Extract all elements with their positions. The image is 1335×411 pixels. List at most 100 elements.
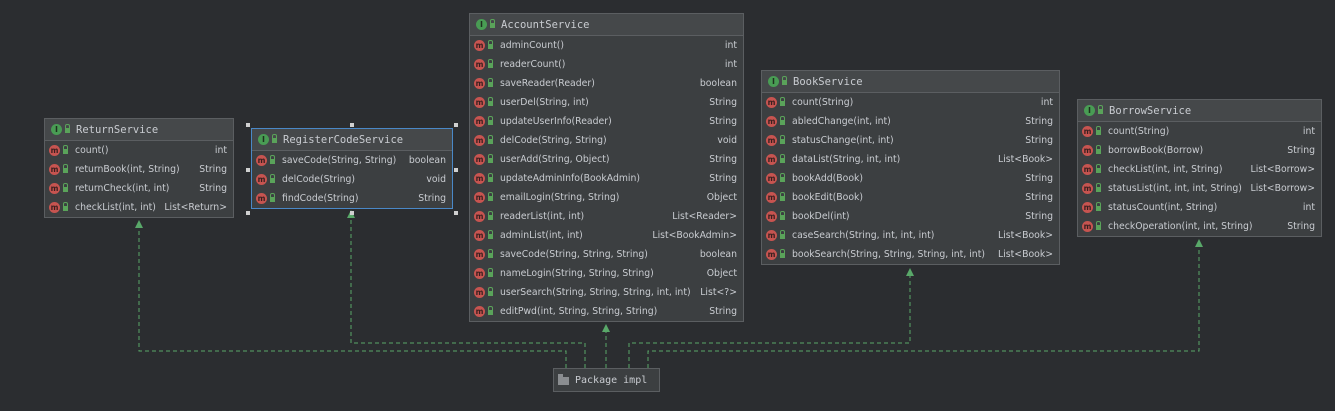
method-name: returnBook(int, String): [75, 164, 180, 175]
method-icon: m: [474, 306, 485, 317]
lock-icon: [780, 97, 785, 106]
selection-handle[interactable]: [454, 123, 458, 127]
method-name: adminCount(): [500, 40, 564, 51]
method-icon: m: [766, 97, 777, 108]
lock-icon: [780, 154, 785, 163]
return-type: String: [1025, 173, 1053, 184]
method-icon: m: [474, 192, 485, 203]
return-type: String: [1287, 145, 1315, 156]
lock-icon: [488, 268, 493, 277]
class-header: I BorrowService: [1078, 100, 1321, 122]
method-name: delCode(String, String): [500, 135, 607, 146]
method-icon: m: [1082, 164, 1093, 175]
selection-handle[interactable]: [350, 211, 354, 215]
method-icon: m: [256, 193, 267, 204]
lock-icon: [488, 135, 493, 144]
method-icon: m: [256, 155, 267, 166]
method-icon: m: [49, 202, 60, 213]
package-label: Package impl: [575, 374, 648, 386]
return-type: String: [709, 97, 737, 108]
method-name: checkList(int, int, String): [1108, 164, 1223, 175]
lock-icon: [65, 124, 70, 133]
method-icon: m: [766, 249, 777, 260]
return-type: List<Reader>: [672, 211, 737, 222]
selection-handle[interactable]: [454, 168, 458, 172]
package-impl-node[interactable]: Package impl: [553, 368, 660, 392]
return-type: int: [1302, 202, 1315, 213]
method-icon: m: [474, 40, 485, 51]
lock-icon: [780, 116, 785, 125]
interface-icon: I: [51, 124, 62, 135]
method-name: checkList(int, int): [75, 202, 156, 213]
selection-handle[interactable]: [350, 123, 354, 127]
selection-handle[interactable]: [454, 211, 458, 215]
lock-icon: [780, 249, 785, 258]
selection-handle[interactable]: [246, 211, 250, 215]
method-name: borrowBook(Borrow): [1108, 145, 1204, 156]
return-type: String: [709, 154, 737, 165]
method-name: updateUserInfo(Reader): [500, 116, 612, 127]
class-header: I ReturnService: [45, 119, 233, 141]
class-name: RegisterCodeService: [283, 133, 404, 146]
method-name: userAdd(String, Object): [500, 154, 610, 165]
method-icon: m: [1082, 183, 1093, 194]
lock-icon: [63, 164, 68, 173]
method-icon: m: [49, 164, 60, 175]
method-icon: m: [256, 174, 267, 185]
lock-icon: [270, 193, 275, 202]
lock-icon: [1096, 164, 1101, 173]
return-type: String: [418, 193, 446, 204]
method-icon: m: [766, 173, 777, 184]
lock-icon: [270, 155, 275, 164]
method-name: dataList(String, int, int): [792, 154, 901, 165]
selection-handle[interactable]: [246, 168, 250, 172]
selection-handle[interactable]: [246, 123, 250, 127]
class-name: BookService: [793, 75, 863, 88]
method-icon: m: [766, 211, 777, 222]
method-name: adminList(int, int): [500, 230, 583, 241]
